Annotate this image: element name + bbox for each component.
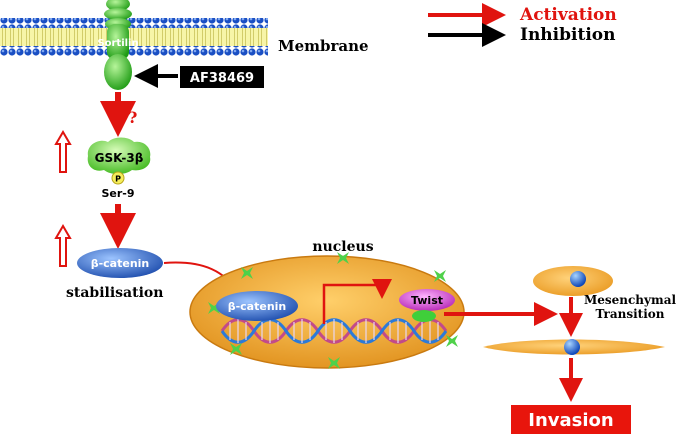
membrane-label: Membrane [278, 37, 369, 55]
unknown-mechanism-mark: ? [128, 108, 137, 127]
af38469-box [180, 66, 264, 88]
mesenchymal-cell [483, 339, 665, 355]
nucleus-label: nucleus [312, 239, 373, 255]
beta-catenin-nuclear-label: β-catenin [228, 300, 287, 313]
beta-catenin-cytoplasm [77, 248, 163, 278]
gsk3b-label: GSK-3β [95, 151, 144, 165]
lipid-bilayer [0, 18, 268, 56]
increase-arrow-catenin-icon [54, 224, 72, 267]
gsk3b-protein [87, 137, 151, 175]
emt-label-line2: Transition [595, 307, 664, 321]
transcription-arrow [322, 279, 392, 324]
stabilisation-label: stabilisation [66, 285, 163, 301]
legend-activation-label: Activation [519, 5, 617, 25]
twist-binding-site [412, 310, 436, 322]
increase-arrow-gsk-icon [54, 130, 72, 173]
sortilin-label: Sortilin [97, 38, 138, 49]
phospho-label: P [115, 175, 121, 184]
twist-label: Twist [411, 294, 443, 307]
sortilin-receptor [104, 0, 132, 90]
legend-inhibition-label: Inhibition [520, 25, 615, 45]
beta-catenin-nuclear [216, 291, 298, 321]
phospho-badge [111, 171, 125, 185]
dna-helix [220, 318, 448, 344]
af38469-label: AF38469 [190, 71, 254, 86]
beta-catenin-cytoplasm-label: β-catenin [91, 257, 150, 270]
invasion-box [511, 405, 631, 434]
ser9-label: Ser-9 [101, 187, 134, 200]
invasion-label: Invasion [528, 410, 613, 431]
emt-label-line1: Mesenchymal [584, 293, 677, 307]
epithelial-cell [533, 266, 613, 296]
twist-protein [399, 289, 455, 311]
